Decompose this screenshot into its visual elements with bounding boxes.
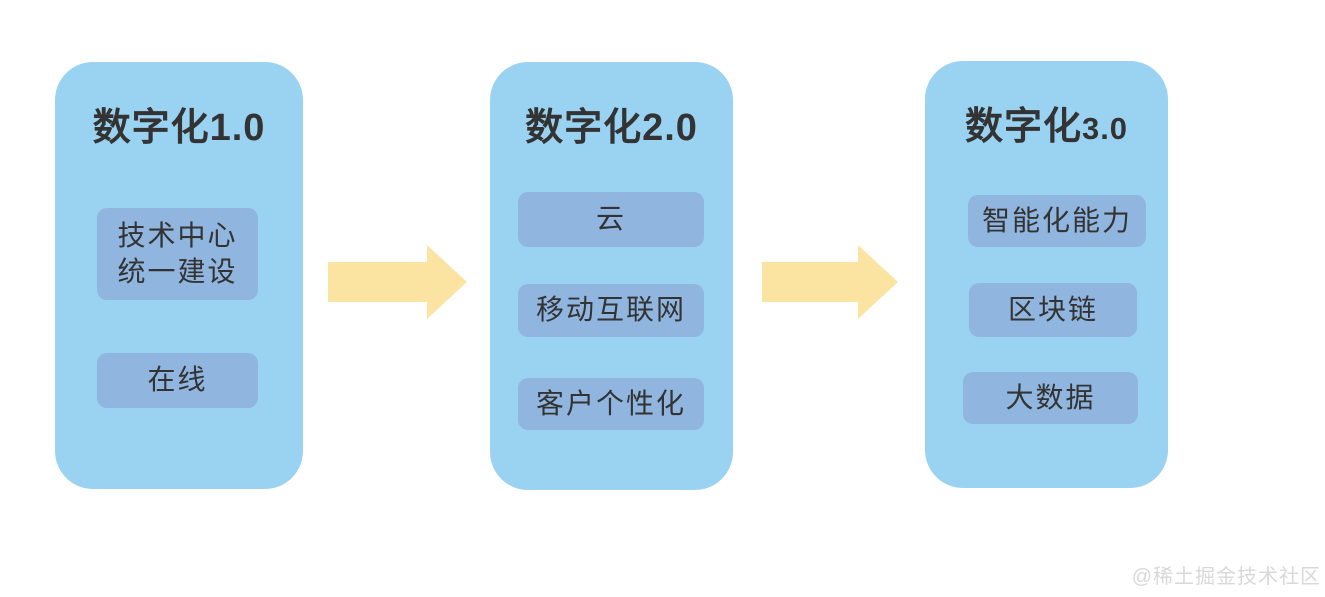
- stage-item: 智能化能力: [968, 195, 1146, 247]
- stage-item: 大数据: [963, 372, 1138, 424]
- stage-title-text: 数字化: [92, 107, 210, 149]
- arrow-head: [427, 244, 467, 319]
- arrow-tail: [762, 261, 858, 302]
- right-arrow-icon: [328, 244, 467, 319]
- right-arrow-icon: [762, 244, 898, 319]
- stage-title: 数字化3.0: [925, 106, 1168, 148]
- stage-item: 在线: [97, 353, 258, 408]
- stage-card-digitalization-3: 数字化3.0 智能化能力 区块链 大数据: [925, 61, 1168, 488]
- arrow-head: [858, 244, 898, 319]
- stage-card-digitalization-2: 数字化2.0 云 移动互联网 客户个性化: [490, 62, 733, 490]
- arrow-tail: [328, 261, 427, 302]
- stage-item: 区块链: [969, 283, 1137, 337]
- watermark: @稀土掘金技术社区: [1131, 566, 1321, 588]
- stage-title-version: 3.0: [1081, 111, 1129, 146]
- stage-item: 客户个性化: [518, 378, 704, 430]
- stage-title-version: 1.0: [209, 107, 266, 149]
- stage-item: 移动互联网: [518, 284, 704, 337]
- stage-title-version: 2.0: [642, 107, 698, 149]
- stage-item: 技术中心 统一建设: [97, 208, 258, 300]
- stage-title-text: 数字化: [525, 107, 643, 149]
- stage-title-text: 数字化: [964, 106, 1082, 148]
- stage-card-digitalization-1: 数字化1.0 技术中心 统一建设 在线: [55, 62, 303, 489]
- stage-title: 数字化1.0: [55, 107, 303, 149]
- stage-title: 数字化2.0: [490, 107, 733, 149]
- stage-item: 云: [518, 192, 704, 247]
